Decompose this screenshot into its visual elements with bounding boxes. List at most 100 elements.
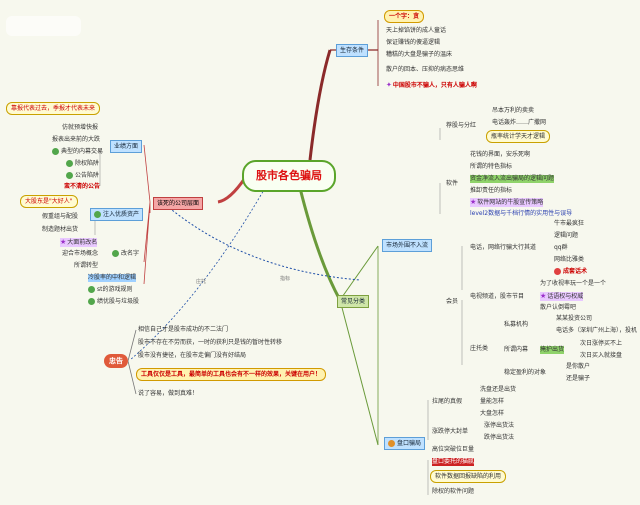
- tv-item-2: ★话语权与权威: [540, 292, 584, 301]
- survival-item-5: 散户的回本、压抑的病态思维: [386, 66, 465, 73]
- rename-item-2-label: 改名字: [121, 250, 140, 257]
- capital-label[interactable]: 注入优质资产: [90, 208, 144, 221]
- star-icon: ★: [60, 238, 67, 246]
- news-item-1: 次日涨停买不上: [580, 340, 623, 347]
- business-item-1: 仿就预增快报: [62, 124, 99, 131]
- arrow-icon: [94, 211, 101, 218]
- business-item-5: 公告陷阱: [66, 172, 99, 180]
- branch-common[interactable]: 常见分类: [337, 295, 370, 308]
- org-item-1: 某某投资公司: [556, 315, 593, 322]
- vary-label: 冷股率的中和逻辑: [88, 274, 137, 282]
- member-phone: 电话，网络行骗大行其道: [470, 244, 537, 251]
- dealer-title-label: 盘口骗局: [397, 440, 422, 447]
- survival-item-6-label: 中国股市不骗人，只有人骗人啊: [392, 82, 477, 89]
- phone-item-1: 牛市最疯狂: [554, 220, 585, 227]
- pull-item-2: 量能怎样: [480, 398, 505, 405]
- dealer-item-2: 盘口委托的猫腻: [432, 458, 475, 466]
- news-item-2: 次日买入就接盘: [580, 352, 623, 359]
- dealer-item-4: 除权的软件问题: [432, 488, 475, 495]
- flag-icon: [88, 298, 95, 305]
- survival-item-2: 天上掉馅饼的成人童话: [386, 27, 447, 34]
- org-item-2: 电话多（深圳广州上海），投机: [556, 327, 638, 334]
- rename-item-2: 改名字: [112, 250, 139, 258]
- vary-item-1-label: st的游戏规则: [97, 286, 133, 293]
- member-label: 会员: [446, 298, 459, 305]
- recommend-note: 瓶率统计学天才逻辑: [486, 130, 551, 143]
- business-item-6: 蛮不清的公告: [64, 183, 101, 190]
- capital-note: 大股东是"大好人": [20, 195, 78, 208]
- software-item-5: ★软件网站的牛股宣传策略: [470, 198, 544, 207]
- flag-icon: [112, 250, 119, 257]
- survival-item-3: 保证赚钱的傻逼逻辑: [386, 39, 441, 46]
- watermark-blur: [6, 16, 81, 36]
- vary-item-2: 绩优股与垃圾股: [88, 298, 139, 306]
- star-icon: ✦: [386, 81, 392, 89]
- phone-item-5-label: 成套话术: [563, 268, 588, 275]
- rename-label: ★大面前改名: [60, 238, 98, 247]
- flag-icon: [66, 160, 73, 167]
- software-label: 软件: [446, 180, 459, 187]
- phone-item-5: 成套话术: [554, 268, 587, 276]
- profit-item-1: 是你散户: [566, 363, 591, 370]
- crash-item-2: 跌停出货法: [484, 434, 515, 441]
- dealer-title[interactable]: 盘口骗局: [384, 437, 426, 450]
- software-item-1: 花钱的界面，安乐死啊: [470, 151, 531, 158]
- star-icon: ★: [470, 198, 477, 206]
- phone-item-2: 逻辑问题: [554, 232, 579, 239]
- rename-item-1: 迎合市场概念: [62, 250, 99, 257]
- survival-item-6: ✦中国股市不骗人，只有人骗人啊: [386, 81, 477, 90]
- advice-item-5: 说了容易，做到真难！: [138, 390, 199, 397]
- flag-icon: [52, 148, 59, 155]
- business-item-3: 典型的内幕交易: [52, 148, 103, 156]
- business-item-2: 报表出来前的大跌: [52, 136, 101, 143]
- trust-protect: 掩护出货: [540, 346, 565, 354]
- member-tv: 电视频道，股市节目: [470, 293, 525, 300]
- bag-icon: [388, 440, 395, 447]
- dealer-item-1: 高位突破位巨量: [432, 446, 475, 453]
- rename-label-text: 大面前改名: [67, 239, 98, 246]
- advice-title[interactable]: 忠告: [104, 354, 128, 368]
- software-item-2: 所谓的特色指标: [470, 163, 513, 170]
- branch-survival[interactable]: 生存条件: [336, 44, 369, 57]
- vary-item-1: st的游戏规则: [88, 286, 132, 294]
- market-title[interactable]: 市场外围不入流: [382, 239, 433, 252]
- tv-item-2-label: 话语权与权威: [547, 293, 584, 300]
- trust-profit: 稳定盈利的对象: [504, 369, 547, 376]
- business-item-3-label: 典型的内幕交易: [61, 148, 104, 155]
- business-item-4-label: 除权陷阱: [75, 160, 100, 167]
- edge-label-2: 指标: [280, 276, 291, 282]
- software-item-5-label: 软件网站的牛股宣传策略: [477, 199, 544, 206]
- central-topic[interactable]: 股市各色骗局: [242, 160, 336, 192]
- trust-label: 庄托类: [470, 345, 489, 352]
- star-icon: ★: [540, 292, 547, 300]
- dealer-pull: 拉尾的真假: [432, 398, 463, 405]
- recommend-label: 荐股与分红: [446, 122, 477, 129]
- software-item-3: 资金净流入流出骗局的逻辑问题: [470, 175, 555, 183]
- advice-item-3: 股市没有捷径，在股市走偏门没有好结局: [138, 352, 247, 359]
- tv-item-1: 为了收视率玩一个是一个: [540, 280, 607, 287]
- pull-item-1: 洗盘还是出货: [480, 386, 517, 393]
- survival-item-1: 一个字：贪: [384, 10, 425, 23]
- pull-item-3: 大盘怎样: [480, 410, 505, 417]
- branch-company[interactable]: 该死的公司层面: [153, 197, 204, 210]
- flag-icon: [88, 286, 95, 293]
- dealer-crash: 涨跌停大封单: [432, 428, 469, 435]
- phone-item-4: 网络比雅类: [554, 256, 585, 263]
- capital-label-text: 注入优质资产: [103, 211, 140, 218]
- profit-item-2: 还是骗子: [566, 375, 591, 382]
- capital-item-2: 制造题材出货: [42, 226, 79, 233]
- flag-icon: [66, 172, 73, 179]
- software-item-6: level2数据与千档行情的实用性与误导: [470, 210, 573, 217]
- advice-item-4: 工具仅仅是工具，最简单的工具也会有不一样的效果，关键在用户！: [136, 368, 327, 381]
- rename-item-3: 所谓转型: [74, 262, 99, 269]
- business-label[interactable]: 业绩方面: [110, 140, 143, 153]
- software-item-4: 推卸责任的指标: [470, 187, 513, 194]
- survival-item-4: 糟糕的大盘是骗子的温床: [386, 51, 453, 58]
- tv-item-3: 散户认倒霉吧: [540, 304, 577, 311]
- business-item-4: 除权陷阱: [66, 160, 99, 168]
- business-item-5-label: 公告陷阱: [75, 172, 100, 179]
- phone-item-3: qq群: [554, 244, 568, 251]
- vary-item-2-label: 绩优股与垃圾股: [97, 298, 140, 305]
- recommend-item-1: 吊本万利的卖卖: [492, 107, 535, 114]
